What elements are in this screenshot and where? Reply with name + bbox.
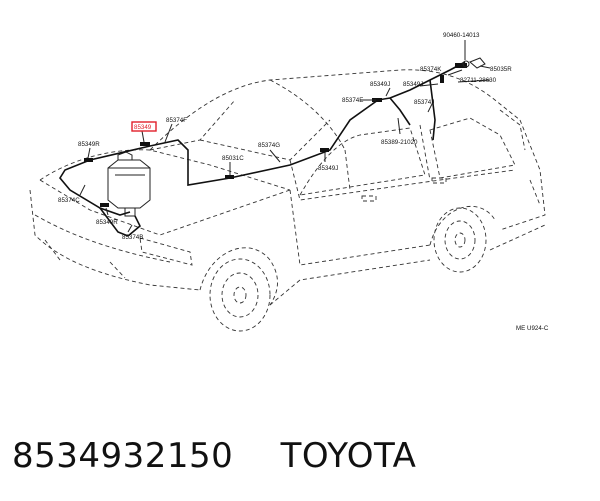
footer-caption: 8534932150 TOYOTA (12, 436, 416, 476)
brand-name: TOYOTA (280, 436, 417, 476)
leader-lines (79, 40, 491, 233)
label-85349J-mid: 85349J (318, 165, 338, 172)
washer-hoses (59, 57, 486, 237)
reference-code: ME U924-C (516, 325, 549, 332)
label-85374E: 85374E (342, 97, 363, 104)
label-82711-28630: 82711-28630 (460, 77, 497, 84)
highlight-box (131, 121, 157, 132)
label-90460-14013: 90460-14013 (443, 32, 480, 39)
parts-diagram: 90460-14013 85374K 85035R 85349J 85349J … (29, 32, 549, 332)
label-85374G: 85374G (258, 142, 280, 149)
part-labels: 90460-14013 85374K 85035R 85349J 85349J … (58, 32, 549, 332)
washer-tank (107, 151, 151, 217)
label-85349J-top: 85349J (370, 81, 390, 88)
label-85349R-top: 85349R (78, 141, 100, 148)
label-85035R: 85035R (490, 66, 512, 73)
label-85389-21020: 85389-21020 (381, 139, 418, 146)
label-85349J-b: 85349J (403, 81, 423, 88)
label-85374B: 85374B (122, 234, 143, 241)
label-85349R-bot: 85349R (96, 219, 118, 226)
car-outline (29, 69, 546, 332)
part-number: 8534932150 (12, 436, 234, 476)
label-85031C: 85031C (222, 155, 244, 162)
label-85374K: 85374K (420, 66, 442, 73)
label-85374J: 85374J (414, 99, 434, 106)
label-85349-highlighted: 85349 (134, 124, 152, 131)
label-85374F: 85374F (166, 117, 187, 124)
label-85374C: 85374C (58, 197, 80, 204)
